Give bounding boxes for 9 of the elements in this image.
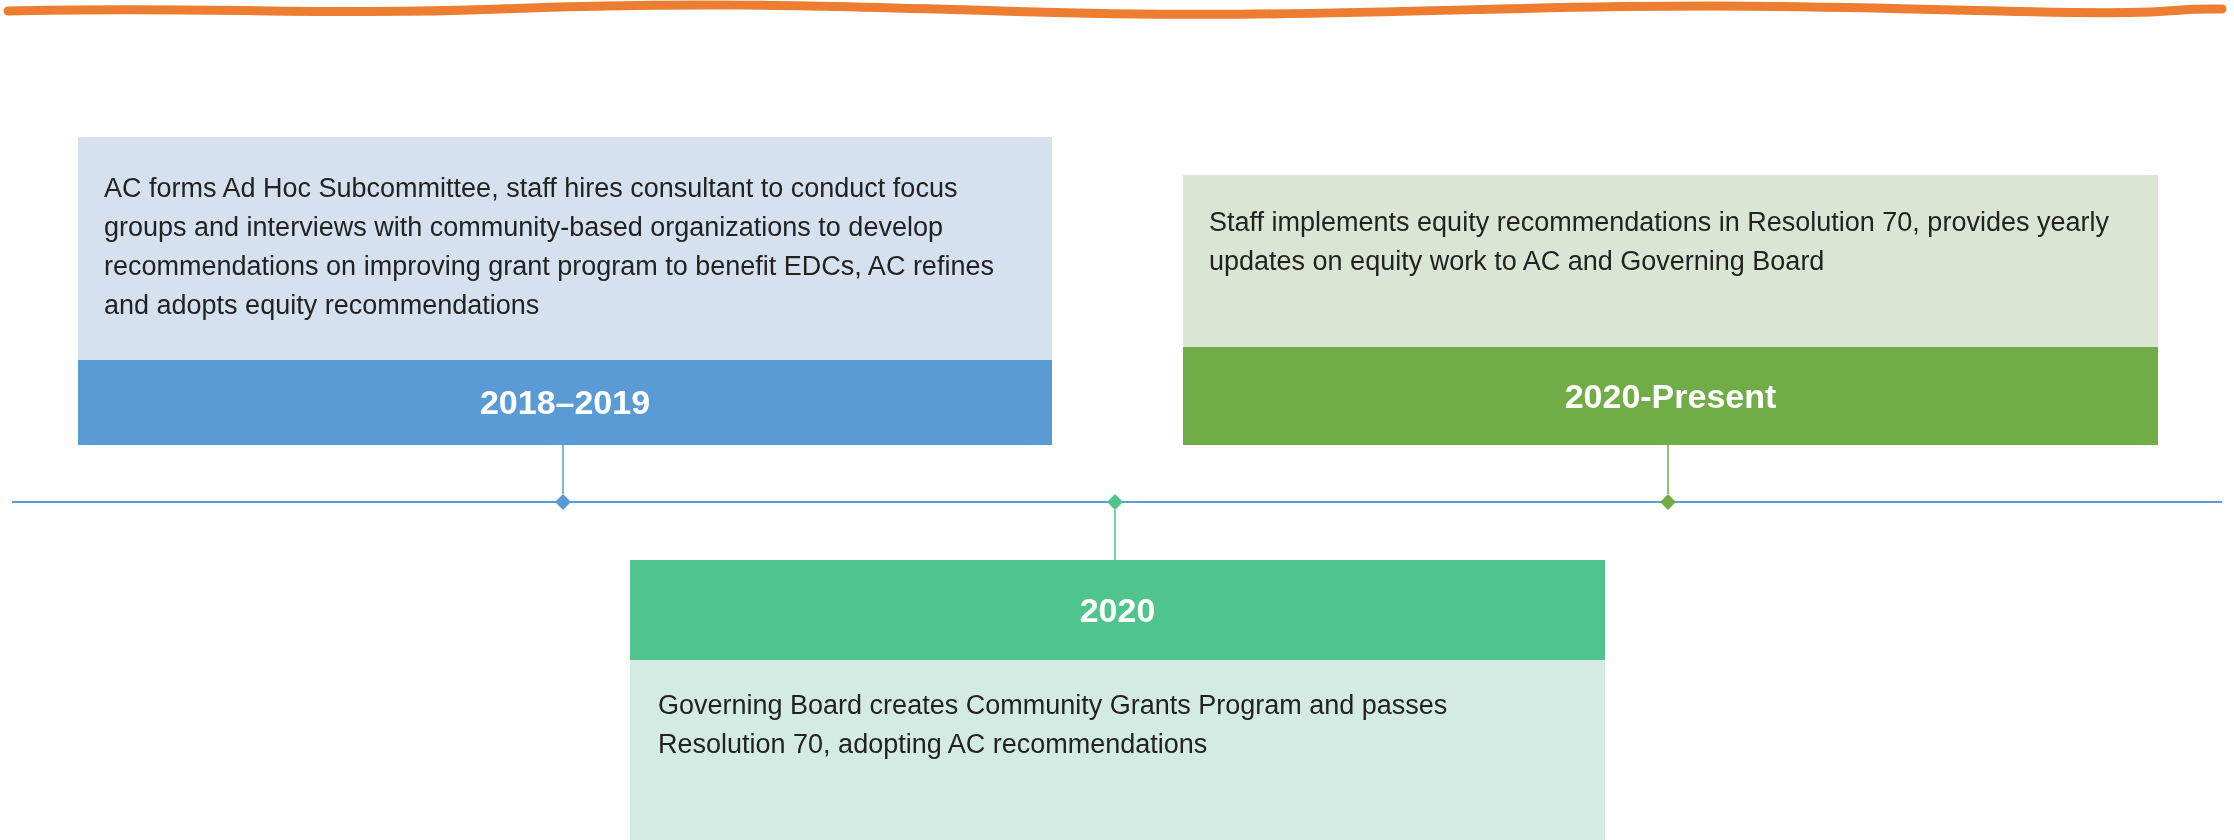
event-description: Governing Board creates Community Grants Program and passes Resolution 70, adopting AC recommendations	[630, 660, 1605, 840]
connector-line	[1114, 509, 1116, 561]
connector-line	[1667, 444, 1669, 495]
year-header: 2020	[630, 560, 1605, 660]
connector-line	[562, 444, 564, 495]
year-header: 2018–2019	[78, 360, 1052, 445]
year-header: 2020-Present	[1183, 347, 2158, 445]
event-description: AC forms Ad Hoc Subcommittee, staff hires consultant to conduct focus groups and interviews with community-based organizations to develop recommendations on improving grant program to benefit EDCs, AC refines and adopts equity recommendations	[78, 137, 1052, 360]
event-description: Staff implements equity recommendations in Resolution 70, provides yearly updates on equity work to AC and Governing Board	[1183, 175, 2158, 347]
